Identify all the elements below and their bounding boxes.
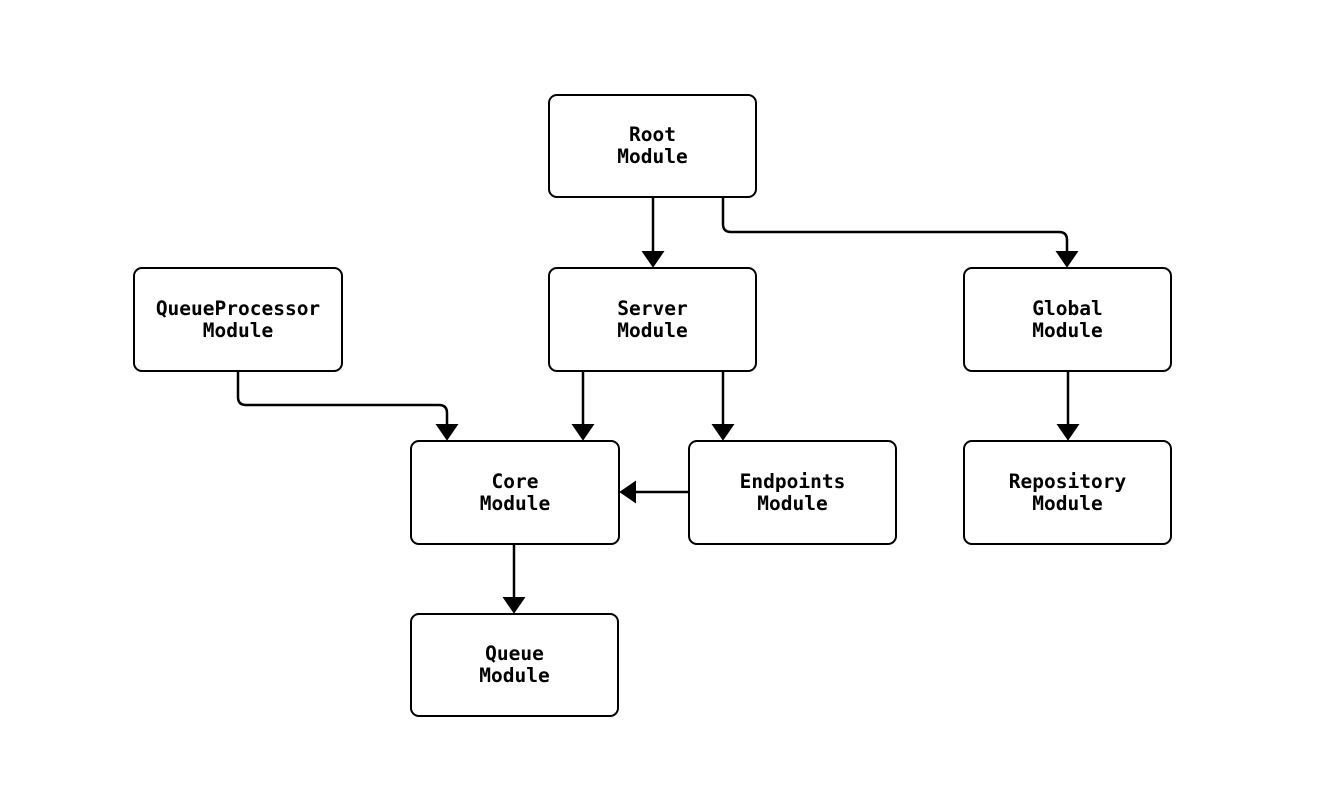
node-queueprocessor-module: QueueProcessor Module xyxy=(133,267,343,372)
node-global-module-label: Global Module xyxy=(1032,296,1103,342)
node-root-module-label: Root Module xyxy=(617,124,687,168)
node-server-module-label: Server Module xyxy=(617,296,688,342)
node-queueprocessor-module-label: QueueProcessor Module xyxy=(155,296,321,342)
node-endpoints-line2: Module xyxy=(757,491,828,515)
edge-root-to-global xyxy=(721,198,1079,268)
node-core-line1: Core xyxy=(491,469,539,493)
node-repository-line2: Module xyxy=(1032,491,1103,515)
node-repository-line1: Repository xyxy=(1008,469,1127,493)
node-root-module: Root Module xyxy=(548,94,757,198)
node-global-line2: Module xyxy=(1032,318,1103,342)
node-server-line2: Module xyxy=(617,318,688,342)
edge-queueprocessor-to-core xyxy=(236,372,459,441)
node-core-line2: Module xyxy=(479,491,551,515)
node-queue-module-label: Queue Module xyxy=(479,643,549,687)
node-server-line1: Server xyxy=(617,296,688,320)
node-queueprocessor-line2: Module xyxy=(202,318,274,342)
node-core-module-label: Core Module xyxy=(479,469,551,515)
node-endpoints-module-label: Endpoints Module xyxy=(739,469,846,515)
node-server-module: Server Module xyxy=(548,267,757,372)
node-queue-line2: Module xyxy=(479,664,550,687)
node-endpoints-module: Endpoints Module xyxy=(688,440,897,545)
node-endpoints-line1: Endpoints xyxy=(739,469,846,493)
node-global-line1: Global xyxy=(1032,296,1103,320)
node-root-line1: Root xyxy=(629,123,676,146)
node-global-module: Global Module xyxy=(963,267,1172,372)
node-queue-line1: Queue xyxy=(485,642,544,665)
node-core-module: Core Module xyxy=(410,440,620,545)
node-root-line2: Module xyxy=(617,145,688,168)
node-repository-module: Repository Module xyxy=(963,440,1172,545)
node-queue-module: Queue Module xyxy=(410,613,619,717)
node-queueprocessor-line1: QueueProcessor xyxy=(155,296,321,320)
node-repository-module-label: Repository Module xyxy=(1008,469,1127,515)
